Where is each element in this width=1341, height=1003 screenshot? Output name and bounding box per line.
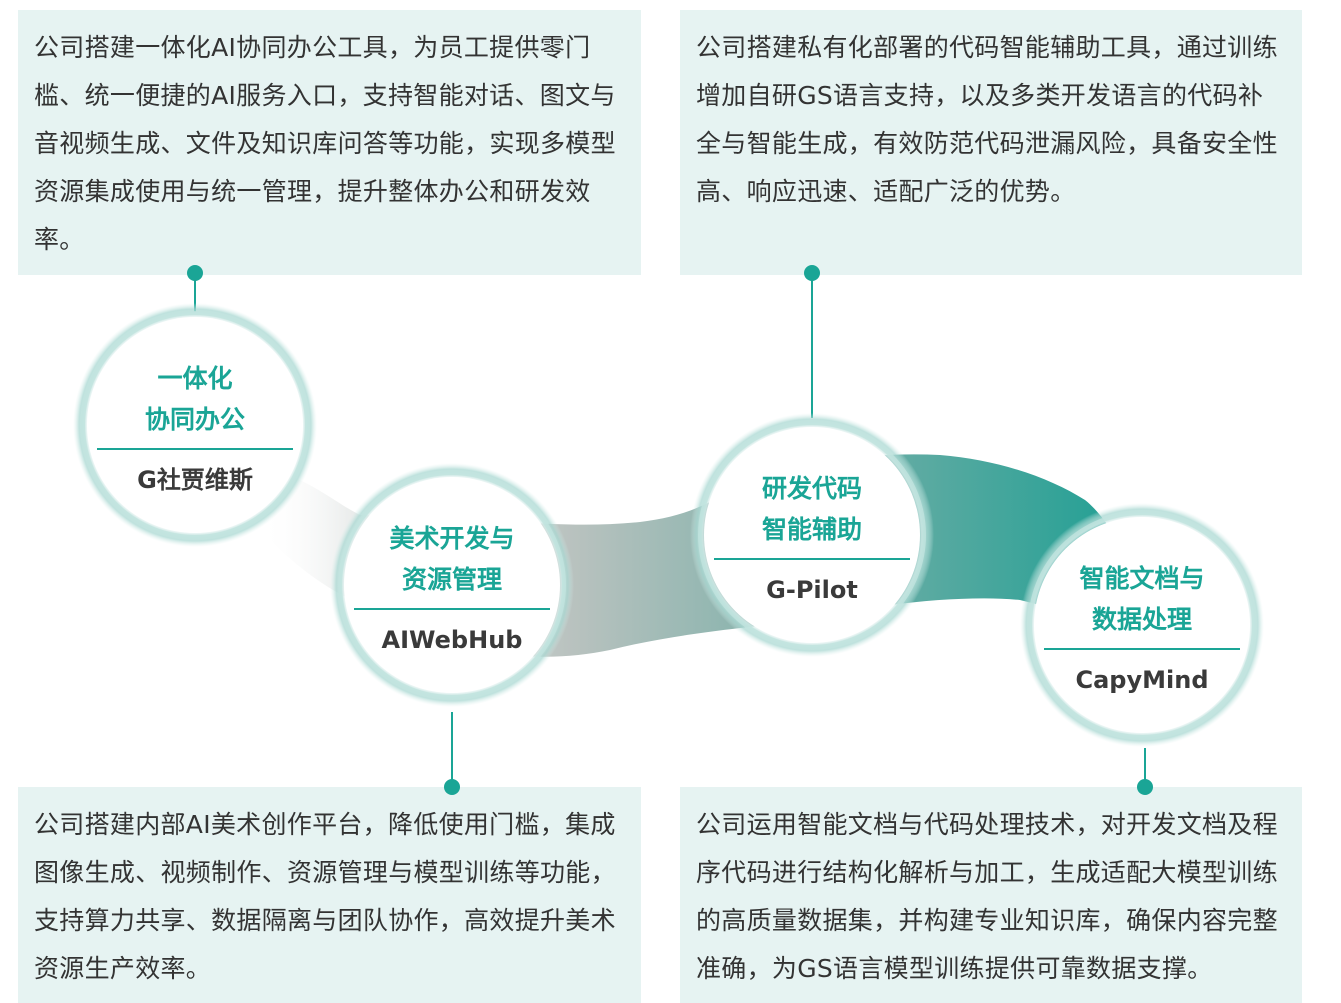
node-divider (97, 448, 293, 450)
node-divider (1044, 648, 1240, 650)
node-title-line2: 智能辅助 (761, 515, 862, 544)
node-divider (714, 558, 910, 560)
node-title-line2: 数据处理 (1091, 605, 1192, 634)
node-title-line1: 研发代码 (761, 474, 862, 503)
node-title-line2: 资源管理 (401, 565, 502, 594)
node-title-line2: 协同办公 (144, 405, 245, 434)
node-title-line1: 智能文档与 (1079, 564, 1205, 593)
node-product-name: CapyMind (1075, 666, 1209, 694)
connector-dot (444, 779, 460, 795)
node-title-line1: 美术开发与 (389, 524, 515, 553)
connector-dot (187, 265, 203, 281)
node-product-name: G-Pilot (766, 576, 858, 604)
node-title-line1: 一体化 (157, 364, 233, 393)
description-box-art-resources: 公司搭建内部AI美术创作平台，降低使用门槛，集成图像生成、视频制作、资源管理与模… (18, 787, 641, 1003)
node-circle-art-resources (330, 463, 574, 707)
connector-dot (1137, 779, 1153, 795)
node-collab-office: 一体化 协同办公 G社贾维斯 (95, 358, 295, 500)
node-product-name: G社贾维斯 (137, 466, 253, 494)
node-circle-collab-office (73, 303, 317, 547)
description-text: 公司搭建一体化AI协同办公工具，为员工提供零门槛、统一便捷的AI服务入口，支持智… (34, 33, 616, 254)
node-code-assist: 研发代码 智能辅助 G-Pilot (712, 468, 912, 610)
node-art-resources: 美术开发与 资源管理 AIWebHub (352, 518, 552, 660)
node-product-name: AIWebHub (381, 626, 523, 654)
node-circle-code-assist (690, 413, 934, 657)
connector-dot (804, 265, 820, 281)
description-box-doc-data: 公司运用智能文档与代码处理技术，对开发文档及程序代码进行结构化解析与加工，生成适… (680, 787, 1302, 1003)
description-box-collab-office: 公司搭建一体化AI协同办公工具，为员工提供零门槛、统一便捷的AI服务入口，支持智… (18, 10, 641, 275)
description-text: 公司搭建内部AI美术创作平台，降低使用门槛，集成图像生成、视频制作、资源管理与模… (34, 810, 616, 983)
node-divider (354, 608, 550, 610)
description-text: 公司搭建私有化部署的代码智能辅助工具，通过训练增加自研GS语言支持，以及多类开发… (696, 33, 1278, 206)
node-circle-doc-data (1020, 503, 1264, 747)
description-box-code-assist: 公司搭建私有化部署的代码智能辅助工具，通过训练增加自研GS语言支持，以及多类开发… (680, 10, 1302, 275)
description-text: 公司运用智能文档与代码处理技术，对开发文档及程序代码进行结构化解析与加工，生成适… (696, 810, 1278, 983)
node-doc-data: 智能文档与 数据处理 CapyMind (1042, 558, 1242, 700)
